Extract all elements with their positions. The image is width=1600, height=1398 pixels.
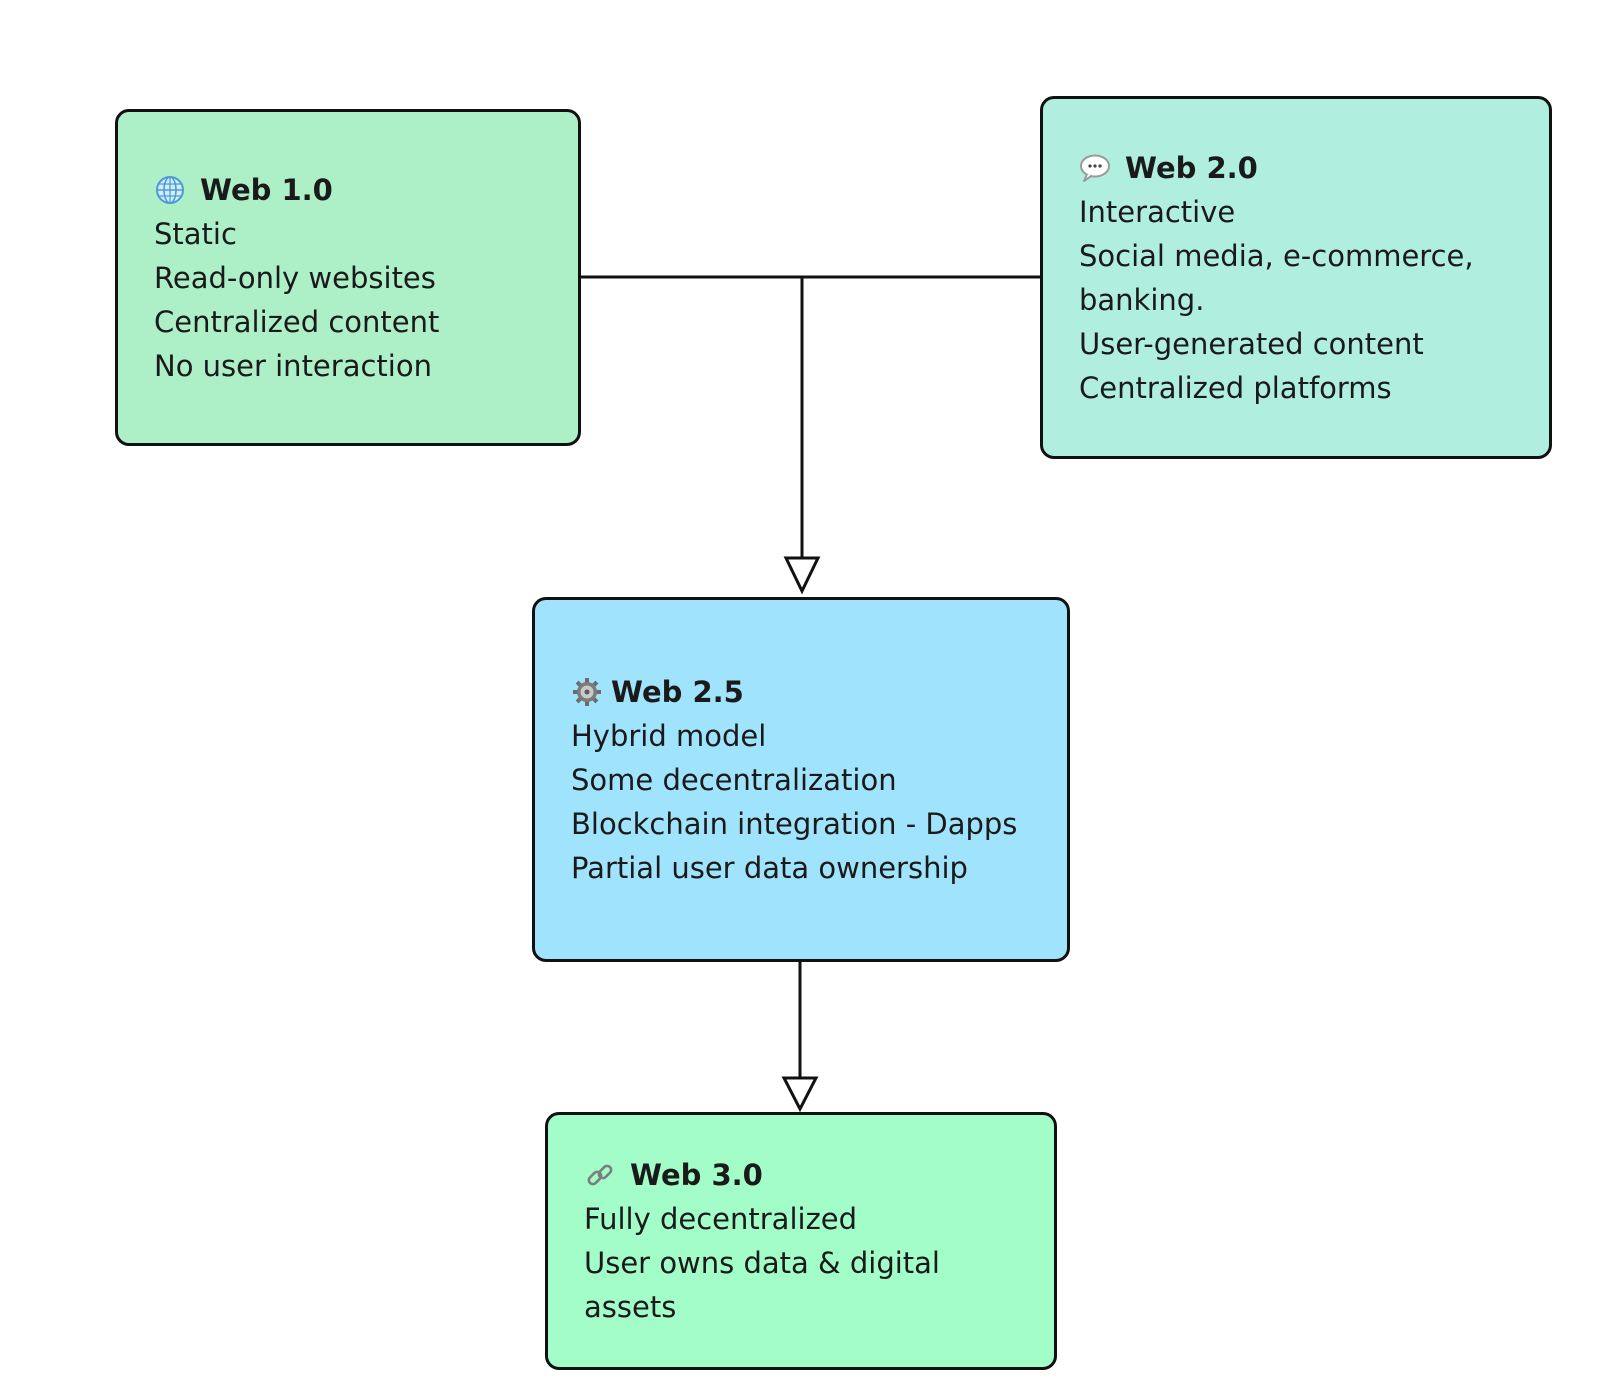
- node-title: Web 1.0: [154, 168, 542, 212]
- node-line: Fully decentralized: [584, 1202, 858, 1236]
- node-line: User-generated content: [1079, 326, 1424, 361]
- node-line: Read-only websites: [154, 260, 436, 295]
- node-line: Static: [154, 216, 237, 251]
- link-icon: [584, 1159, 616, 1191]
- gear-icon: [571, 676, 603, 708]
- node-title-text: Web 1.0: [200, 172, 333, 207]
- node-line: Centralized content: [154, 304, 440, 339]
- node-title: Web 2.5: [571, 670, 1031, 714]
- speech-bubble-icon: [1079, 152, 1111, 184]
- node-web-3-0[interactable]: Web 3.0 Fully decentralized User owns da…: [545, 1112, 1057, 1370]
- node-title-text: Web 2.5: [611, 674, 744, 709]
- node-line: User owns data & digital: [584, 1246, 940, 1280]
- arrowhead-to-web25: [783, 556, 821, 595]
- node-line: Centralized platforms: [1079, 370, 1392, 405]
- node-line: Blockchain integration - Dapps: [571, 806, 1018, 841]
- node-title-text: Web 2.0: [1125, 150, 1258, 185]
- node-line: No user interaction: [154, 348, 432, 383]
- arrowhead-to-web30: [781, 1076, 819, 1113]
- node-line: banking.: [1079, 282, 1205, 317]
- node-title: Web 2.0: [1079, 146, 1513, 190]
- globe-icon: [154, 174, 186, 206]
- node-line: Partial user data ownership: [571, 850, 968, 885]
- node-title: Web 3.0: [584, 1153, 1018, 1197]
- node-web-2-5[interactable]: Web 2.5 Hybrid model Some decentralizati…: [532, 597, 1070, 962]
- node-line: assets: [584, 1290, 677, 1324]
- node-web-1-0[interactable]: Web 1.0 Static Read-only websites Centra…: [115, 109, 581, 446]
- node-web-2-0[interactable]: Web 2.0 Interactive Social media, e-comm…: [1040, 96, 1552, 459]
- node-line: Hybrid model: [571, 718, 767, 753]
- node-line: Social media, e-commerce,: [1079, 238, 1474, 273]
- node-title-text: Web 3.0: [630, 1158, 763, 1192]
- node-line: Interactive: [1079, 194, 1236, 229]
- node-line: Some decentralization: [571, 762, 897, 797]
